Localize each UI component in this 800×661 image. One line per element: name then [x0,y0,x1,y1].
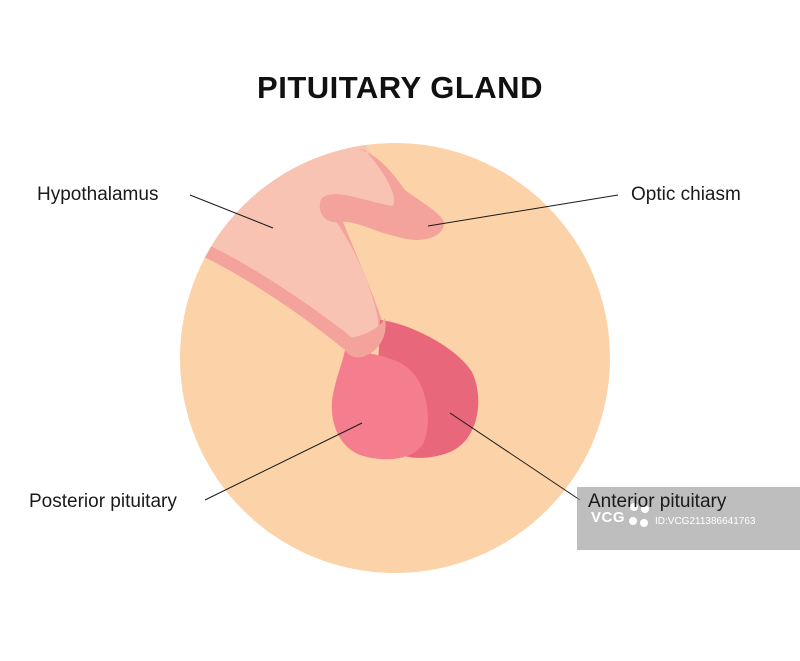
posterior-pituitary [331,350,428,460]
label-posterior-pituitary: Posterior pituitary [29,491,177,512]
watermark-brand: VCG [591,509,626,526]
label-optic-chiasm: Optic chiasm [631,184,741,205]
watermark: VCG ID:VCG211386641763 [577,487,800,550]
label-hypothalamus: Hypothalamus [37,184,159,205]
leader-line-anterior [449,412,581,501]
optic-chiasm [319,148,445,240]
leader-line-optic-chiasm [427,194,619,227]
leader-line-hypothalamus [189,194,274,229]
leader-line-posterior [204,422,363,501]
watermark-logo-icon [629,503,649,527]
pituitary-stalk [340,318,386,358]
label-anterior-pituitary: Anterior pituitary [588,491,727,512]
diagram-title: PITUITARY GLAND [257,70,543,105]
watermark-id: ID:VCG211386641763 [655,516,756,527]
